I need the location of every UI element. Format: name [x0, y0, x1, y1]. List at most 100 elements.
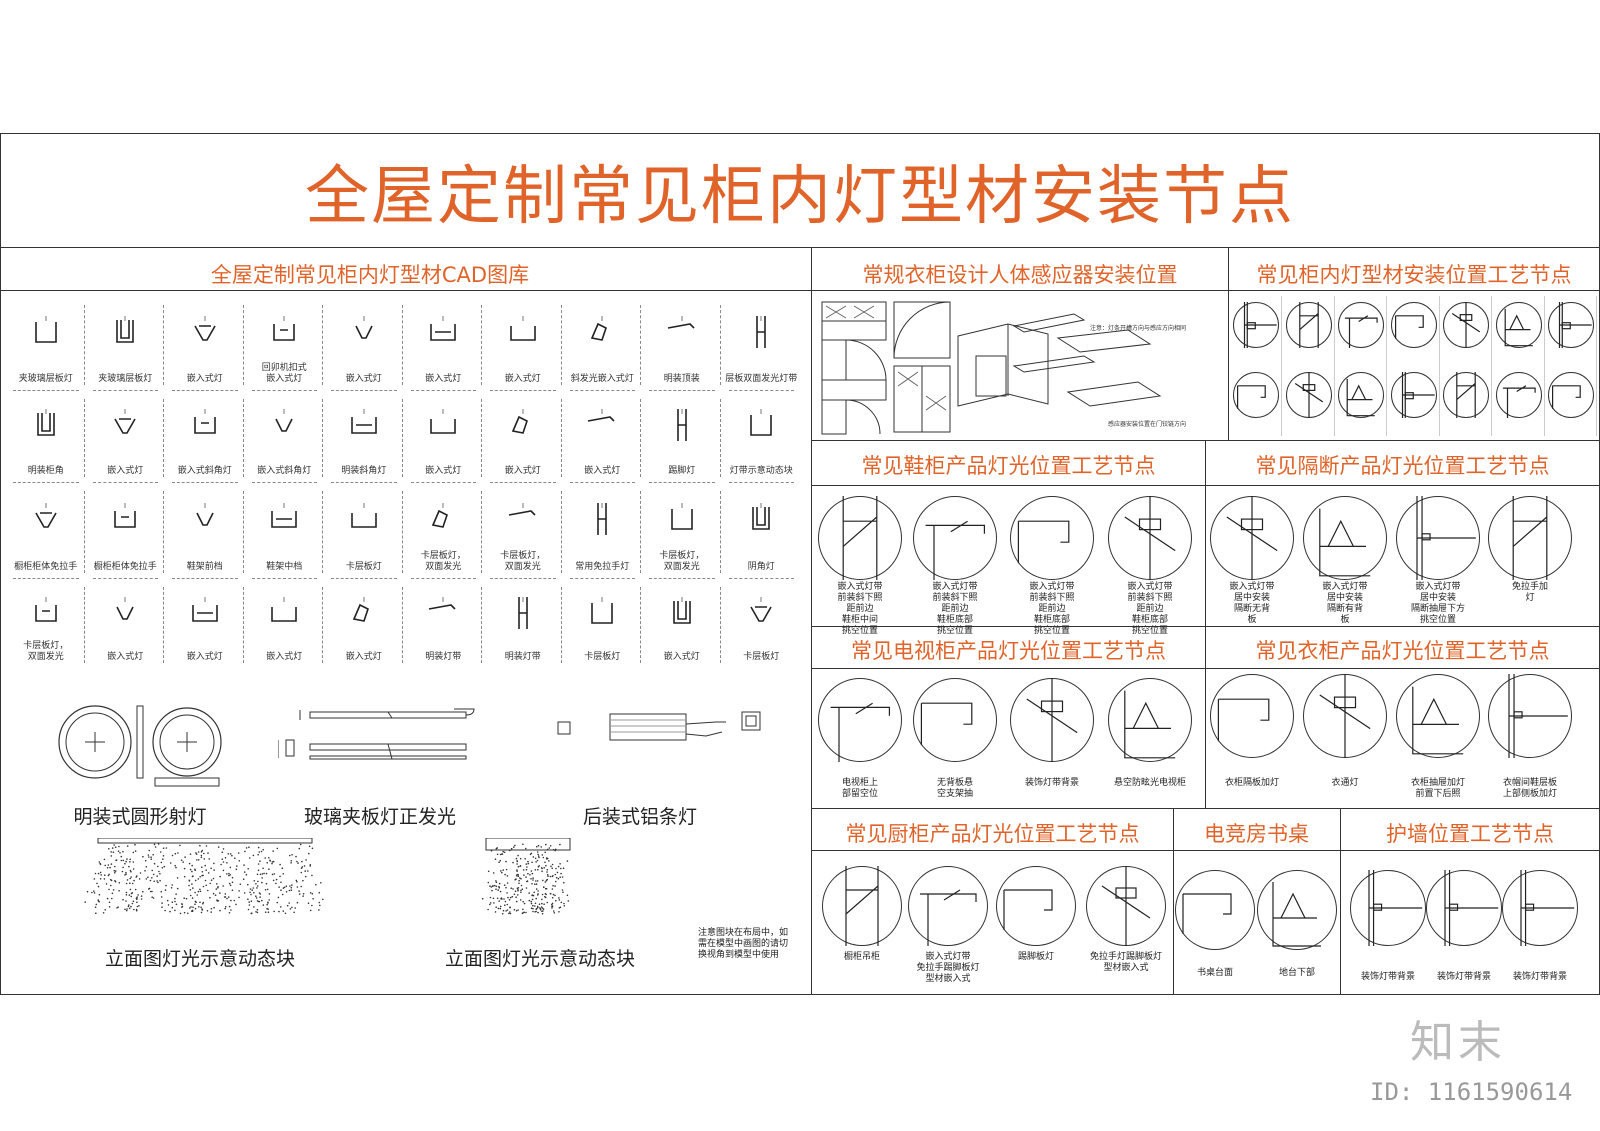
cad-block-cell[interactable]: 橱柜柜体免拉手	[6, 484, 86, 580]
detail-node-drawing	[1182, 893, 1232, 934]
cad-block-cell[interactable]: 夹玻璃层板灯	[6, 298, 86, 392]
cad-block-cell[interactable]: 卡层板灯， 双面发光	[483, 484, 563, 580]
detail-node-circle[interactable]	[1086, 866, 1166, 946]
detail-node-circle[interactable]	[1285, 302, 1332, 348]
profile-section-icon	[275, 409, 293, 433]
detail-node-circle[interactable]	[1396, 496, 1480, 580]
detail-node-circle[interactable]	[1502, 870, 1578, 946]
detail-node-circle[interactable]	[1108, 496, 1192, 580]
detail-node-circle[interactable]	[913, 678, 997, 762]
cad-block-cell[interactable]: 嵌入式灯	[483, 298, 563, 392]
detail-node-circle[interactable]	[1303, 674, 1387, 758]
cad-block-cell[interactable]: 鞋架中档	[245, 484, 325, 580]
cad-block-cell[interactable]: 回卯机扣式 嵌入式灯	[245, 298, 325, 392]
detail-node-circle[interactable]	[1443, 302, 1489, 348]
detail-node-circle[interactable]	[1108, 678, 1192, 762]
cad-block-cell[interactable]: 嵌入式灯	[324, 580, 404, 670]
detail-node-circle[interactable]	[1390, 302, 1437, 348]
detail-node-circle[interactable]	[1233, 302, 1279, 348]
cell-divider	[490, 578, 556, 579]
cad-block-cell[interactable]: 嵌入式灯	[642, 580, 722, 670]
cad-block-cell[interactable]: 灯带示意动态块	[722, 392, 802, 484]
cad-block-label: 明装柜角	[27, 466, 64, 476]
cad-block-cell[interactable]: 嵌入式灯	[165, 298, 245, 392]
detail-node-circle[interactable]	[908, 866, 988, 946]
cell-divider	[410, 390, 476, 391]
detail-node-circle[interactable]	[1350, 870, 1426, 946]
cad-block-cell[interactable]: 明装灯带	[404, 580, 484, 670]
cad-block-cell[interactable]: 踢脚灯	[642, 392, 722, 484]
detail-node-circle[interactable]	[1338, 302, 1384, 348]
cad-block-cell[interactable]: 明装灯带	[483, 580, 563, 670]
cad-block-cell[interactable]: 层板双面发光灯带	[722, 298, 802, 392]
detail-node-circle[interactable]	[1303, 496, 1387, 580]
cell-divider	[490, 390, 556, 391]
detail-node-circle[interactable]	[1548, 302, 1594, 348]
cad-block-cell[interactable]: 卡层板灯， 双面发光	[6, 580, 86, 670]
detail-node-circle[interactable]	[1426, 870, 1502, 946]
cad-block-cell[interactable]: 常用免拉手灯	[563, 484, 643, 580]
detail-node-circle[interactable]	[1233, 372, 1279, 418]
cad-block-cell[interactable]: 卡层板灯	[324, 484, 404, 580]
detail-node-circle[interactable]	[1338, 372, 1384, 418]
detail-node-circle[interactable]	[822, 866, 902, 946]
cad-block-cell[interactable]: 嵌入式斜角灯	[245, 392, 325, 484]
cell-divider	[728, 482, 794, 483]
detail-node-drawing	[1444, 870, 1499, 946]
cad-block-cell[interactable]: 卡层板灯	[563, 580, 643, 670]
library-panel	[0, 247, 812, 995]
detail-node-circle[interactable]	[1396, 674, 1480, 758]
detail-node-circle[interactable]	[1210, 496, 1294, 580]
detail-node-circle[interactable]	[818, 678, 902, 762]
profile-section-icon	[350, 409, 377, 435]
node-label: 嵌入式灯带 居中安装 隔断无背 板	[1229, 582, 1275, 625]
detail-node-circle[interactable]	[1285, 372, 1332, 418]
profile-section-icon	[350, 502, 377, 528]
cell-divider	[322, 399, 323, 477]
detail-node-circle[interactable]	[1495, 302, 1542, 348]
cad-block-cell[interactable]: 嵌入式灯	[483, 392, 563, 484]
cad-block-cell[interactable]: 明装斜角灯	[324, 392, 404, 484]
cad-block-cell[interactable]: 嵌入式灯	[165, 580, 245, 670]
cad-block-cell[interactable]: 嵌入式灯	[563, 392, 643, 484]
cad-block-cell[interactable]: 卡层板灯	[722, 580, 802, 670]
detail-node-circle[interactable]	[1495, 372, 1542, 418]
cad-block-cell[interactable]: 卡层板灯， 双面发光	[642, 484, 722, 580]
cad-block-cell[interactable]: 嵌入式灯	[86, 580, 166, 670]
cad-block-cell[interactable]: 斜发光嵌入式灯	[563, 298, 643, 392]
cad-block-label: 斜发光嵌入式灯	[570, 374, 634, 384]
detail-node-circle[interactable]	[1488, 674, 1572, 758]
cad-block-cell[interactable]: 橱柜柜体免拉手	[86, 484, 166, 580]
cad-block-cell[interactable]: 嵌入式灯	[245, 580, 325, 670]
cad-block-cell[interactable]: 嵌入式灯	[404, 392, 484, 484]
cad-block-cell[interactable]: 嵌入式灯	[324, 298, 404, 392]
cad-block-cell[interactable]: 阴角灯	[722, 484, 802, 580]
detail-node-circle[interactable]	[913, 496, 997, 580]
detail-node-circle[interactable]	[818, 496, 902, 580]
cell-divider	[719, 587, 721, 663]
cad-block-cell[interactable]: 夹玻璃层板灯	[86, 298, 166, 392]
cad-block-cell[interactable]: 卡层板灯， 双面发光	[404, 484, 484, 580]
detail-node-circle[interactable]	[1548, 372, 1594, 418]
cell-divider	[728, 578, 794, 579]
detail-node-circle[interactable]	[1390, 372, 1437, 418]
cad-block-cell[interactable]: 嵌入式灯	[404, 298, 484, 392]
detail-node-circle[interactable]	[1488, 496, 1572, 580]
cad-block-cell[interactable]: 嵌入式斜角灯	[165, 392, 245, 484]
detail-node-circle[interactable]	[1210, 674, 1294, 758]
node-label: 嵌入式灯带 免拉手踢脚板灯 型材嵌入式	[916, 952, 980, 984]
detail-node-circle[interactable]	[996, 866, 1076, 946]
profile-section-icon	[430, 316, 457, 341]
cad-block-cell[interactable]: 鞋架前档	[165, 484, 245, 580]
detail-node-circle[interactable]	[1257, 870, 1337, 950]
detail-node-drawing	[1298, 302, 1319, 348]
detail-node-drawing	[1026, 678, 1078, 762]
cad-block-cell[interactable]: 明装柜角	[6, 392, 86, 484]
cad-block-cell[interactable]: 嵌入式灯	[86, 392, 166, 484]
detail-node-circle[interactable]	[1175, 870, 1255, 950]
cad-block-cell[interactable]: 明装顶装	[642, 298, 722, 392]
detail-node-circle[interactable]	[1443, 372, 1489, 418]
cell-divider	[401, 587, 403, 663]
detail-node-circle[interactable]	[1010, 678, 1094, 762]
detail-node-circle[interactable]	[1010, 496, 1094, 580]
